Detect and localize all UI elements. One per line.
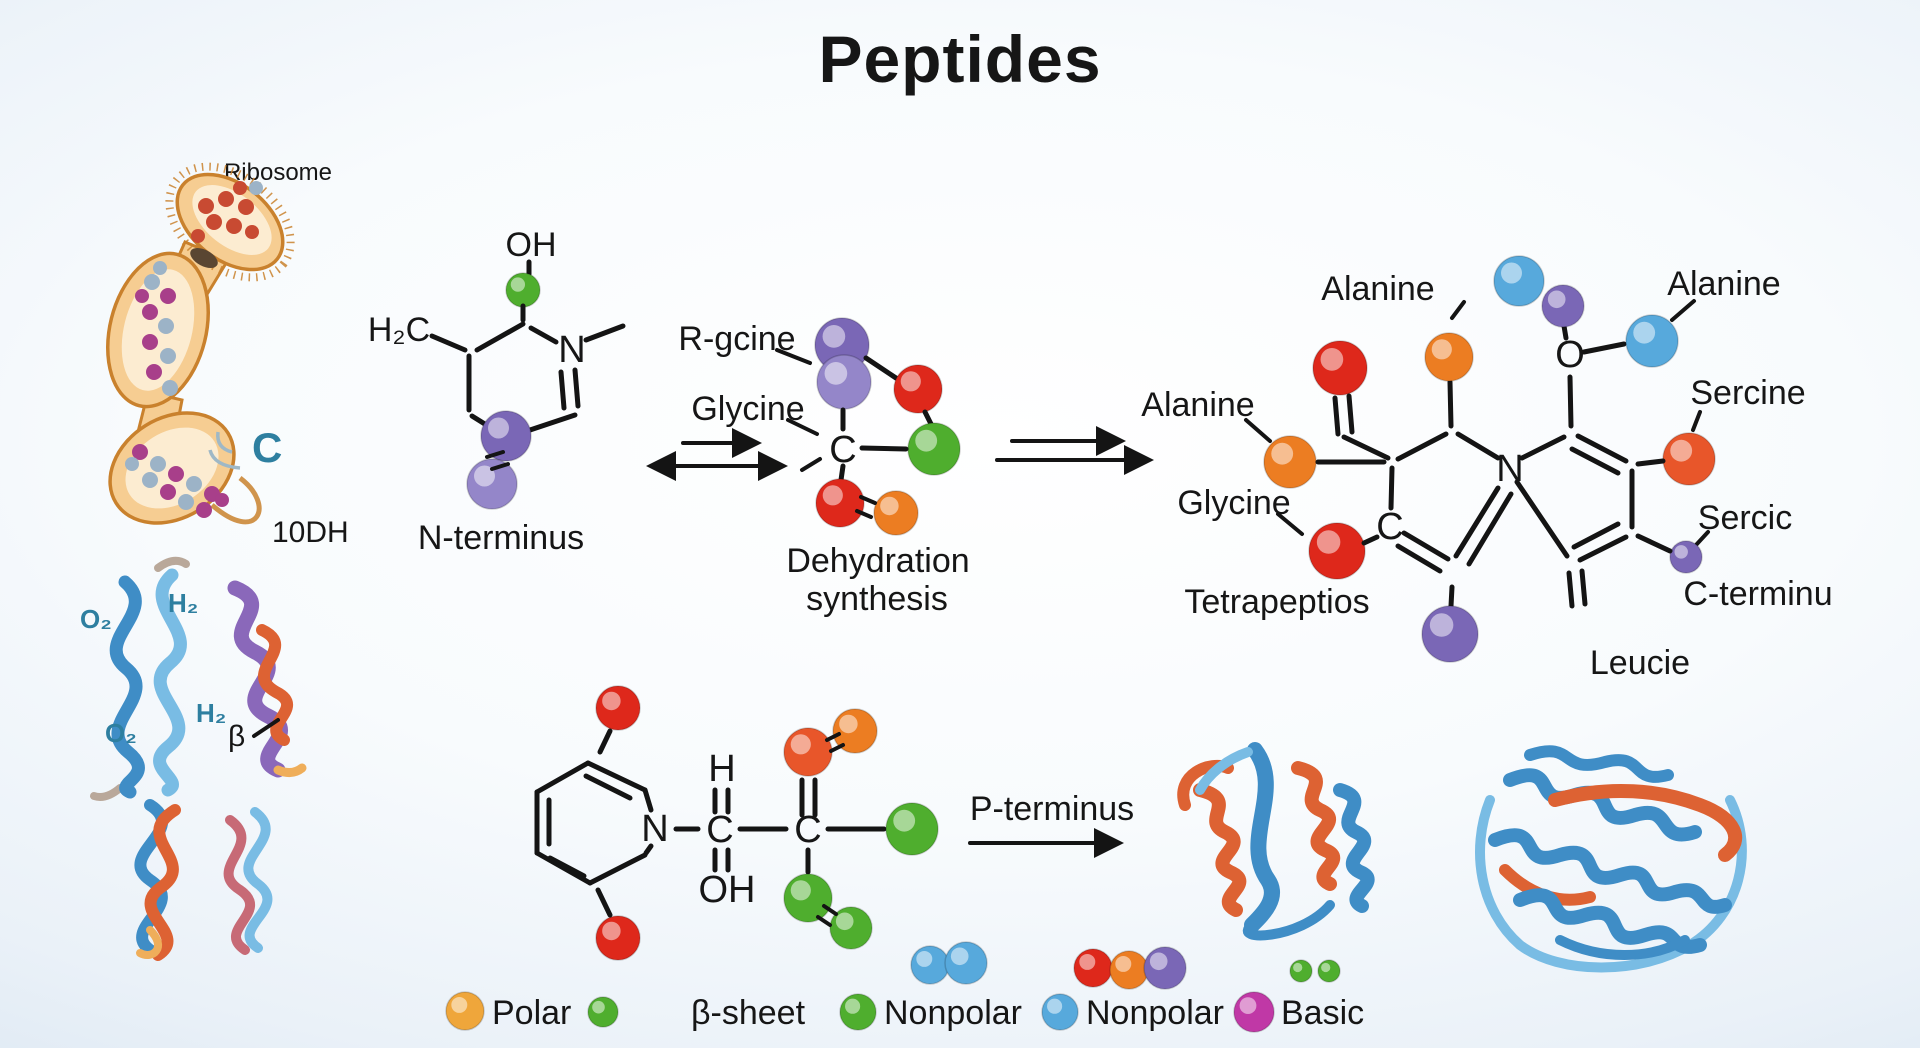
amino-ball-red — [1312, 340, 1368, 396]
oh-label: OH — [506, 226, 557, 264]
beta-helix-label: β — [228, 720, 245, 753]
alanine-left-label: Alanine — [1141, 386, 1254, 424]
legend-nonpolar-blue-ball — [1041, 993, 1079, 1031]
amino-ball-green — [885, 802, 939, 856]
leucine-label: Leucie — [1590, 644, 1690, 682]
h2-mid-label: H₂ — [196, 698, 226, 728]
ring-n-atom: N — [1496, 448, 1523, 490]
beta-pointer-line — [252, 718, 280, 738]
page-title: Peptides — [818, 22, 1101, 96]
ring-c-atom: C — [1376, 506, 1403, 548]
amino-ball-red — [815, 478, 865, 528]
h2-top-label: H₂ — [168, 588, 198, 618]
legend-polar-ball — [445, 991, 485, 1031]
ribosome-beads — [125, 181, 263, 518]
c-terminus-label: C-terminu — [1683, 575, 1832, 613]
ring-o-atom: O — [1555, 334, 1585, 376]
glycine-label: Glycine — [691, 390, 804, 428]
ribosome-odh-label: 10DH — [272, 516, 349, 549]
amino-ball-purple — [466, 458, 518, 510]
o2-bottom-label: O₂ — [105, 718, 137, 748]
legend-nonpolar-green-ball — [839, 993, 877, 1031]
amino-ball-purple — [1669, 540, 1703, 574]
amino-ball-orange — [873, 490, 919, 536]
legend-polar-label: Polar — [492, 994, 571, 1032]
legend-basic-ball — [1233, 991, 1275, 1033]
double-helix-blue: O₂ H₂ H₂ O₂ — [80, 556, 226, 801]
legend-small-green-ball — [1289, 959, 1313, 983]
alanine-right-label: Alanine — [1667, 265, 1780, 303]
amino-ball-purple — [1541, 284, 1585, 328]
legend-cluster-orange-ball — [1109, 950, 1149, 990]
green-residue-ball — [505, 272, 541, 308]
alpha-helix-purple: β — [227, 580, 307, 778]
sercic-label: Sercic — [1698, 499, 1792, 537]
sercine-label: Sercine — [1690, 374, 1805, 412]
legend-small-green-ball — [1317, 959, 1341, 983]
oh-label: OH — [699, 869, 756, 911]
amino-ball-red — [893, 364, 943, 414]
amino-ball-green — [783, 873, 833, 923]
tetrapeptide-caption: Tetrapeptios — [1184, 583, 1369, 621]
dehydration-caption-line1: Dehydration — [786, 542, 969, 580]
backbone-c2-atom: C — [794, 809, 821, 851]
p-terminus-arrow: P-terminus — [968, 790, 1134, 858]
glycine-label: Glycine — [1177, 484, 1290, 522]
amino-ball-blue — [1625, 314, 1679, 368]
h-atom: H — [708, 748, 735, 790]
ribosome-illustration: Ribosome — [105, 159, 349, 549]
dehydration-molecule: R-gcine Glycine C Dehydration synthesis — [678, 317, 970, 618]
amino-ball-orange — [783, 727, 833, 777]
protein-ribbon-large — [1475, 745, 1747, 973]
amino-ball-blue — [1493, 255, 1545, 307]
n-terminus-molecule: OH N H₂C N-terminus — [368, 226, 626, 557]
ribbon-motif-right — [223, 807, 273, 955]
amino-ball-red — [595, 685, 641, 731]
legend-blue-pair-ball — [944, 941, 988, 985]
n-terminus-caption: N-terminus — [418, 519, 584, 557]
legend-green-ball — [587, 996, 619, 1028]
protein-ribbon-center — [1177, 742, 1375, 941]
p-terminus-label: P-terminus — [970, 790, 1134, 828]
dehydration-caption-line2: synthesis — [806, 580, 948, 618]
legend-blue-pair-ball — [910, 945, 950, 985]
backbone-n-atom: N — [641, 808, 668, 850]
reaction-arrows — [995, 426, 1154, 475]
amino-ball-purple — [1421, 605, 1479, 663]
legend-basic-label: Basic — [1281, 994, 1364, 1032]
amino-ball-green — [907, 422, 961, 476]
backbone-c1-atom: C — [706, 809, 733, 851]
h2c-label: H₂C — [368, 311, 430, 349]
amino-ball-red — [595, 915, 641, 961]
amino-ball-red — [1308, 522, 1366, 580]
ring-n-atom: N — [558, 329, 585, 371]
equilibrium-arrows — [646, 428, 788, 481]
peptide-chain-molecule: N C H OH C — [534, 685, 939, 961]
amino-ball-purple — [480, 410, 532, 462]
ribosome-c-label: C — [252, 424, 282, 471]
amino-ball-purple — [816, 354, 872, 410]
ribbon-motif-left — [134, 799, 181, 961]
tetrapeptide-molecule: N C O Alanine Alanine Glycine Tetrapepti… — [1141, 255, 1833, 682]
legend-cluster-red-ball — [1073, 948, 1113, 988]
legend-nonpolar-a-label: Nonpolar — [884, 994, 1022, 1032]
legend-beta-sheet-label: β-sheet — [691, 994, 806, 1032]
legend-cluster-purple-ball — [1143, 946, 1187, 990]
amino-ball-orange — [1424, 332, 1474, 382]
legend: Polar β-sheet Nonpolar Nonpolar Basic — [445, 941, 1364, 1033]
o2-top-label: O₂ — [80, 604, 112, 634]
legend-nonpolar-b-label: Nonpolar — [1086, 994, 1224, 1032]
amino-ball-orange — [1263, 435, 1317, 489]
alanine-top-label: Alanine — [1321, 270, 1434, 308]
amino-ball-orange — [1662, 432, 1716, 486]
